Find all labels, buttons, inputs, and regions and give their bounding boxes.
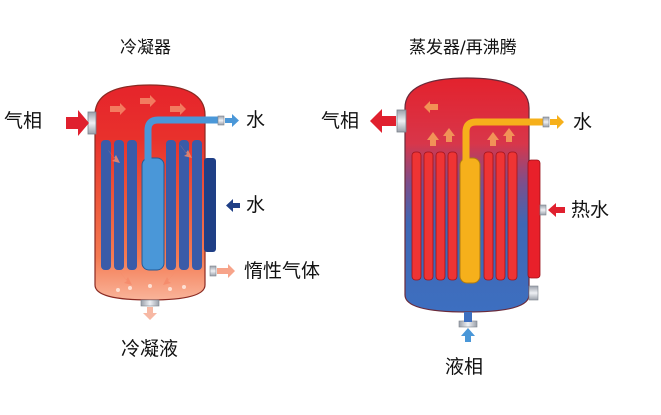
- evaporator-central-pipe: [459, 157, 481, 284]
- evaporator-vapor-arrow: [370, 109, 396, 133]
- evaporator-vapor-flow-arrows: [424, 101, 515, 146]
- condenser-inert-gas-label: 惰性气体: [244, 260, 321, 282]
- evaporator-hot-water-jacket: [527, 159, 541, 279]
- evaporator-outlet-pipe: [462, 118, 543, 160]
- condenser-water-in-label: 水: [246, 194, 266, 216]
- evaporator-liquid-label: 液相: [445, 356, 484, 378]
- evaporator-hot-water-label: 热水: [571, 199, 610, 221]
- condenser-inert-flange: [209, 265, 217, 277]
- evaporator-water-flange: [542, 116, 550, 128]
- condenser-water-in-arrow: [226, 199, 240, 212]
- condenser-water-out-label: 水: [246, 109, 266, 131]
- condenser-outlet-pipe: [144, 116, 218, 160]
- condenser-gas-inlet-label: 气相: [4, 110, 43, 132]
- condenser-title: 冷凝器: [120, 38, 171, 58]
- evaporator-bottom-side-flange: [528, 285, 539, 301]
- evaporator-water-arrow: [550, 115, 564, 129]
- condenser-tube-bundle: [101, 140, 202, 270]
- condenser: [66, 84, 240, 320]
- condenser-gas-inlet-arrow: [66, 110, 89, 136]
- condenser-drain-flange: [140, 299, 160, 307]
- condenser-drain-arrow: [143, 307, 157, 320]
- condenser-water-out-flange: [217, 115, 225, 126]
- evaporator-hot-water-arrow: [548, 203, 565, 217]
- evaporator-vapor-flange: [396, 109, 407, 133]
- condenser-inlet-flange: [87, 111, 97, 135]
- evaporator-liquid-arrow: [461, 328, 475, 342]
- condenser-inert-arrow: [217, 264, 235, 278]
- condenser-gas-flow-arrows: [108, 95, 192, 285]
- condenser-water-out-arrow: [225, 114, 239, 127]
- condenser-central-pipe: [141, 157, 165, 271]
- condenser-condensate-label: 冷凝液: [121, 338, 179, 360]
- evaporator-title: 蒸发器/再沸腾: [409, 38, 517, 58]
- evaporator-vapor-label: 气相: [321, 110, 360, 132]
- evaporator-hot-water-flange: [539, 204, 547, 216]
- evaporator-tube-bundle: [411, 151, 518, 281]
- evaporator-water-label: 水: [573, 111, 593, 133]
- condenser-water-jacket: [204, 158, 216, 252]
- evaporator: [370, 77, 565, 342]
- condensate-drops: [116, 284, 186, 292]
